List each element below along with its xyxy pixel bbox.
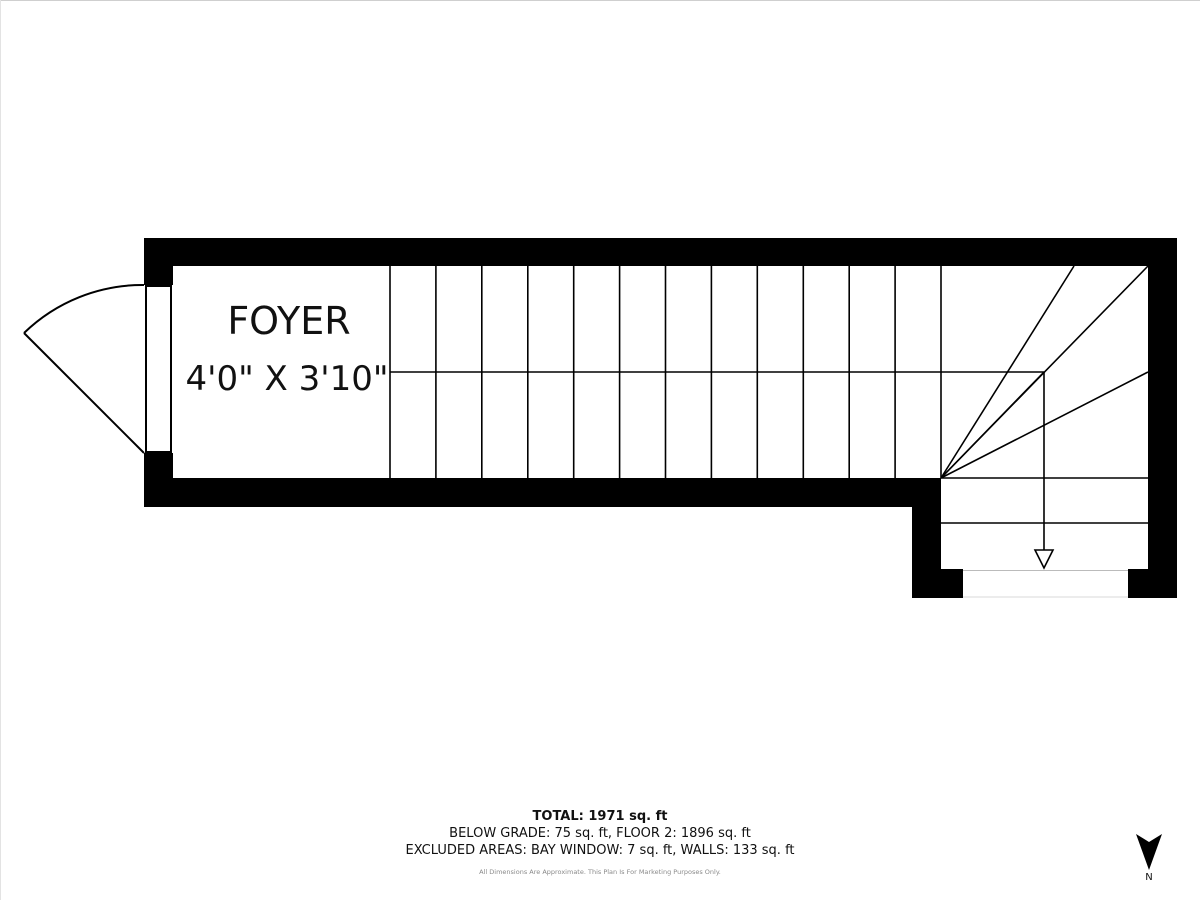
total-area: TOTAL: 1971 sq. ft [532, 809, 668, 824]
north-label: N [1145, 872, 1153, 883]
north-compass: N [1133, 832, 1165, 888]
north-arrow-icon [1136, 834, 1162, 870]
walls [144, 238, 1177, 599]
winder-line-4 [940, 371, 1045, 479]
page-top-edge [0, 0, 1200, 1]
door-swing-arc [23, 283, 145, 334]
stair-run [389, 266, 941, 478]
bottom-opening [963, 569, 1128, 599]
room-dimensions: 4'0" X 3'10" [185, 359, 388, 399]
stair-direction-arrow [1033, 372, 1055, 570]
door-leaf [23, 332, 145, 454]
page-left-edge [0, 0, 1, 900]
entry-door [23, 283, 173, 454]
exterior-walls [144, 238, 1177, 598]
area-breakdown: BELOW GRADE: 75 sq. ft, FLOOR 2: 1896 sq… [449, 826, 751, 841]
disclaimer: All Dimensions Are Approximate. This Pla… [479, 868, 721, 876]
door-frame [145, 285, 172, 453]
stair-treads [435, 266, 896, 478]
arrow-down-icon [1033, 549, 1055, 570]
excluded-areas: EXCLUDED AREAS: BAY WINDOW: 7 sq. ft, WA… [405, 843, 795, 858]
area-summary: TOTAL: 1971 sq. ft BELOW GRADE: 75 sq. f… [300, 808, 900, 877]
room-name: FOYER [227, 299, 350, 343]
